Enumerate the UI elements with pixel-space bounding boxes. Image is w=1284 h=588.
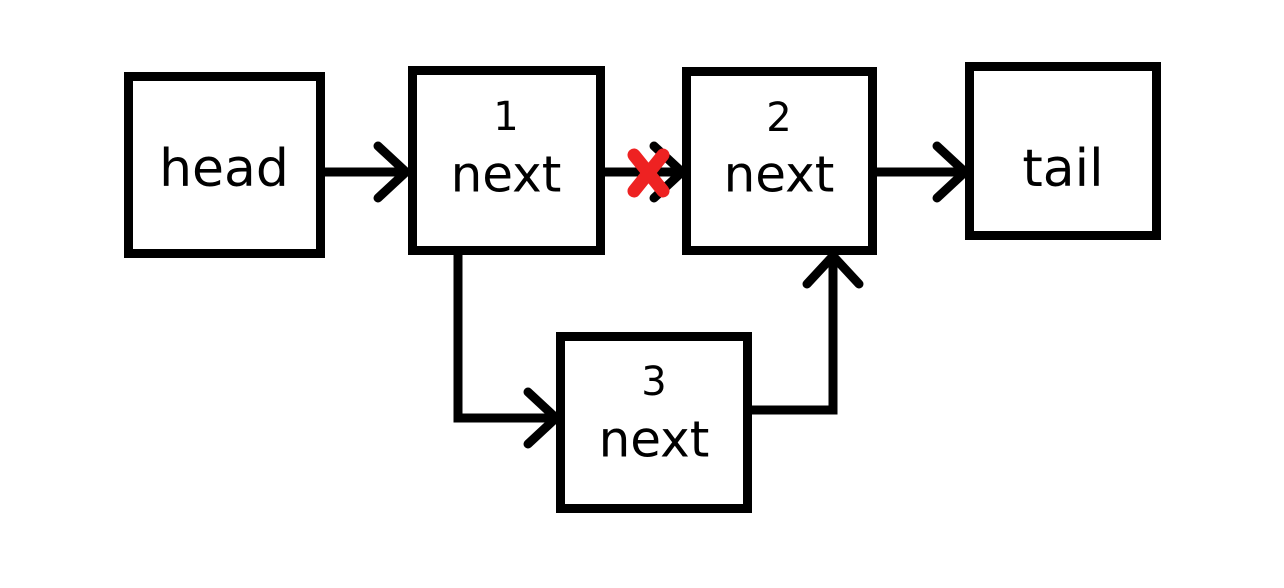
node-3[interactable]: 3 next xyxy=(556,332,752,513)
node-head[interactable]: head xyxy=(124,72,325,258)
node-2-label: next xyxy=(724,146,835,204)
edge-head-to-node1 xyxy=(322,141,411,203)
node-2-box xyxy=(682,67,877,255)
edge-node2-to-tail-arrowhead xyxy=(932,141,970,203)
edge-node1-to-node3-arrowhead xyxy=(523,387,561,449)
edge-node2-to-tail xyxy=(874,141,970,203)
broken-link-cross-icon xyxy=(627,148,670,198)
node-head-label: head xyxy=(159,139,289,199)
node-1[interactable]: 1 next xyxy=(408,66,605,255)
node-tail-box xyxy=(965,62,1161,240)
node-1-label: next xyxy=(451,146,562,204)
edge-node3-to-node2 xyxy=(749,251,864,415)
edge-node1-to-node3 xyxy=(453,251,561,449)
edge-node1-to-node3-line xyxy=(453,251,554,423)
node-1-box xyxy=(408,66,605,255)
node-3-box xyxy=(556,332,752,513)
node-3-label: next xyxy=(599,411,710,469)
node-3-value: 3 xyxy=(641,359,666,405)
node-2-value: 2 xyxy=(766,95,791,141)
edge-node3-to-node2-line xyxy=(749,258,838,415)
edge-head-to-node1-arrowhead xyxy=(373,141,411,203)
node-head-box xyxy=(124,72,325,258)
node-1-value: 1 xyxy=(493,94,518,140)
cross-stroke-b xyxy=(627,148,670,198)
node-tail-label: tail xyxy=(1022,139,1103,199)
node-2[interactable]: 2 next xyxy=(682,67,877,255)
edge-node3-to-node2-arrowhead xyxy=(802,251,864,289)
node-tail[interactable]: tail xyxy=(965,62,1161,240)
